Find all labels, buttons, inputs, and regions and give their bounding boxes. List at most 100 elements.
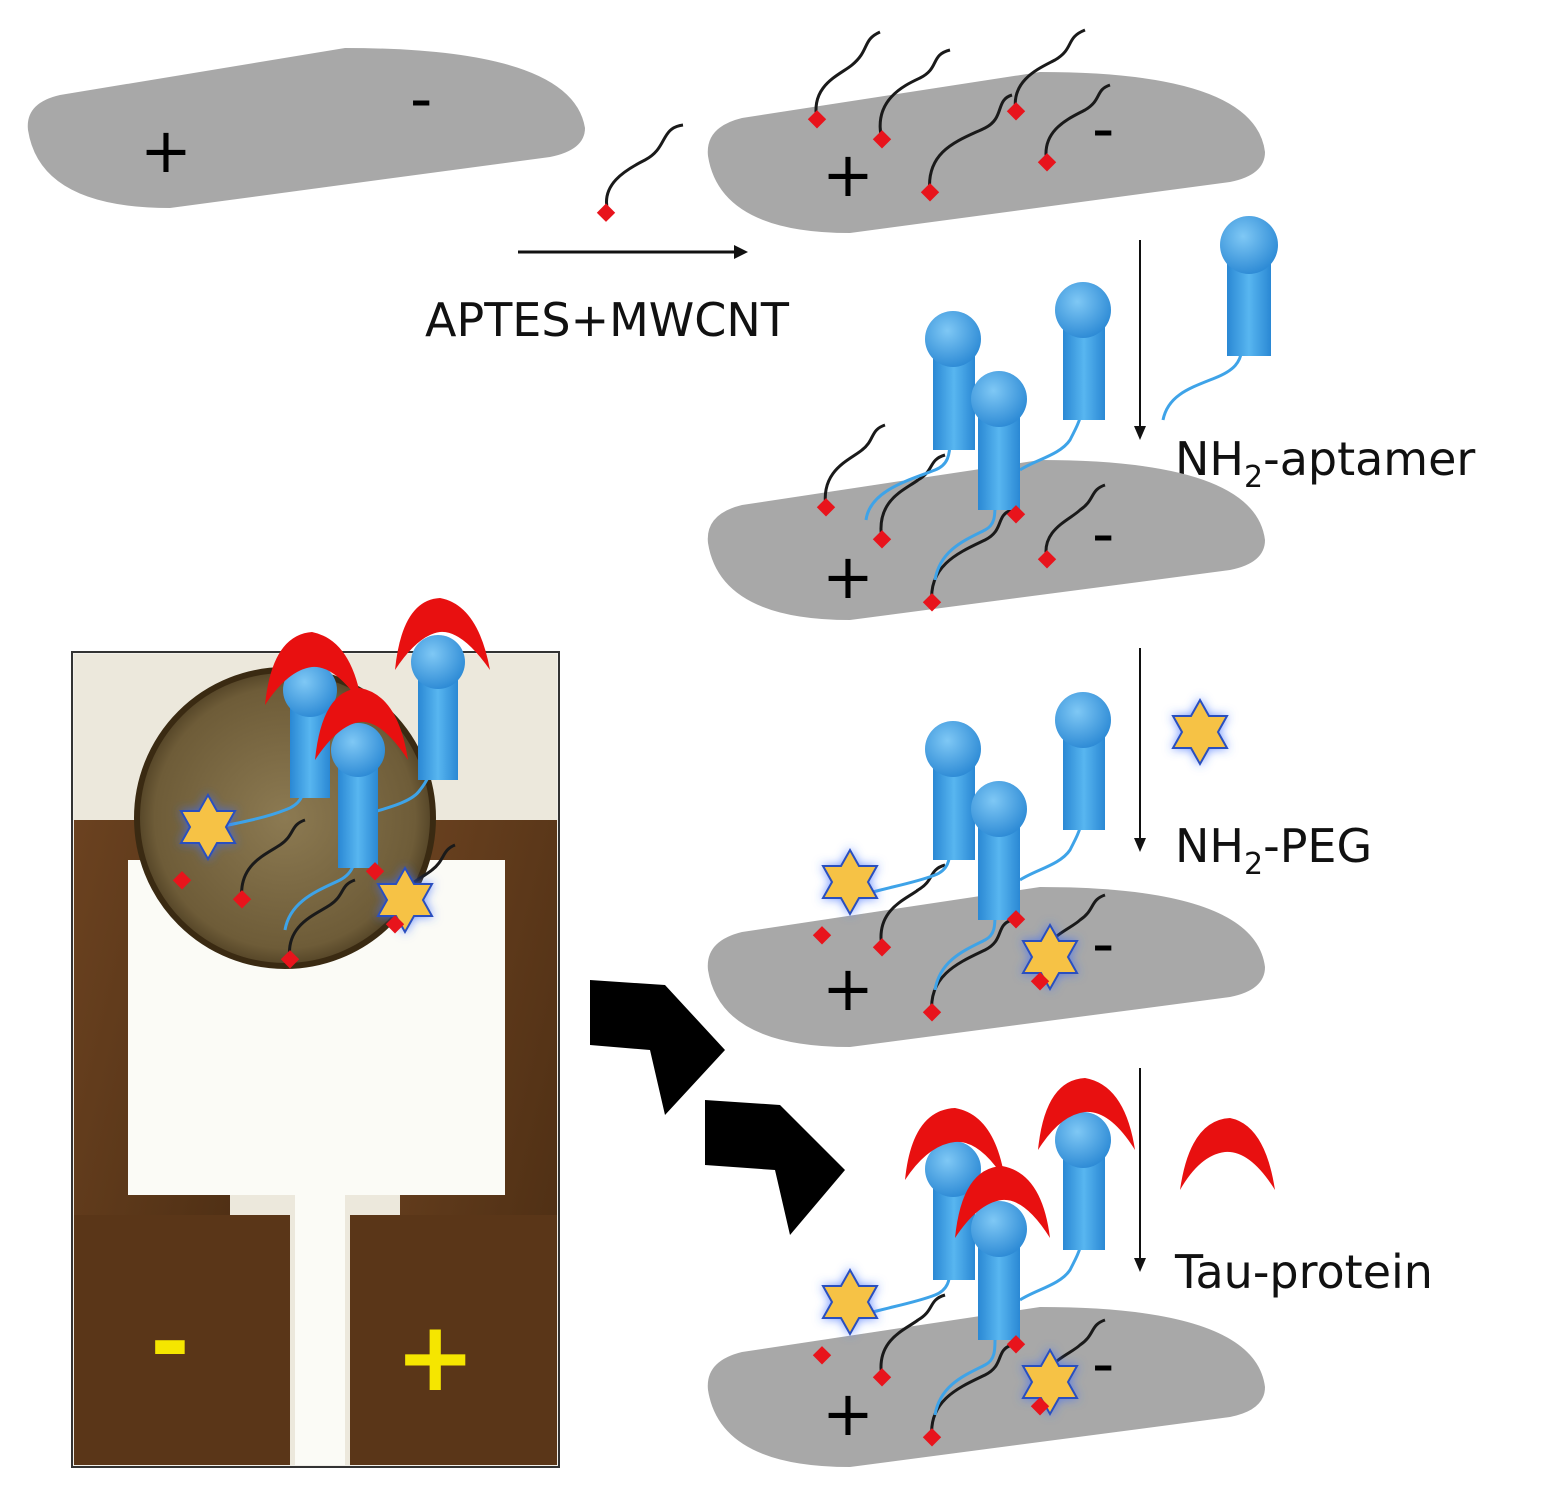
step-label-aptes-mwcnt: APTES+MWCNT xyxy=(425,293,790,347)
contact-pad-plus xyxy=(350,1215,557,1465)
mwcnt-chain xyxy=(878,48,951,141)
aptamer-3 xyxy=(971,781,1027,920)
aptamer-head xyxy=(971,371,1027,427)
aptamer-2 xyxy=(1055,1112,1111,1250)
step-label-tau-protein: Tau-protein xyxy=(1174,1245,1433,1299)
anchor-marker xyxy=(385,915,405,934)
minus-sign: - xyxy=(1092,1327,1114,1400)
tau-protein xyxy=(905,1108,1005,1180)
anchor-marker xyxy=(812,926,832,945)
substrate-plate xyxy=(707,1307,1265,1467)
aptamer-head xyxy=(971,1201,1027,1257)
anchor-marker xyxy=(365,862,385,881)
anchor-marker xyxy=(1006,102,1026,121)
mwcnt-electrode: + - xyxy=(707,28,1265,233)
aptamer-1 xyxy=(925,311,981,450)
mwcnt-chains xyxy=(814,28,1111,194)
aptamer-tail xyxy=(933,914,997,991)
anchor-marker xyxy=(280,950,300,969)
sensor-photo: - + xyxy=(71,598,560,1468)
anchor-marker xyxy=(1006,505,1026,524)
plus-sign: + xyxy=(822,138,874,211)
mwcnt-chain xyxy=(879,453,946,541)
free-tau-protein xyxy=(1180,1118,1275,1190)
aptamer-2 xyxy=(1055,282,1111,420)
mwcnt-chain xyxy=(1013,28,1086,113)
anchor-marker xyxy=(1006,1335,1026,1354)
peg-stars xyxy=(179,792,434,935)
mwcnt-chain xyxy=(1044,483,1106,561)
aptamer-tail xyxy=(864,439,952,521)
bound-tau-proteins xyxy=(905,1078,1135,1238)
peg-stars xyxy=(821,847,1079,992)
plus-sign: + xyxy=(822,1377,874,1450)
anchor-markers xyxy=(812,910,1050,1022)
mwcnt-chain xyxy=(240,818,306,901)
plus-sign: + xyxy=(140,114,192,187)
aptamer-head xyxy=(1055,692,1111,748)
minus-sign: - xyxy=(1092,907,1114,980)
aptamer-head xyxy=(925,1141,981,1197)
photo-plus-label: + xyxy=(395,1301,475,1413)
aptamer-head xyxy=(1220,216,1278,274)
step-arrow-2: NH2-aptamer xyxy=(1134,240,1475,495)
aptamer-body xyxy=(338,760,378,868)
anchor-marker xyxy=(922,1003,942,1022)
aptamer-head xyxy=(1055,1112,1111,1168)
anchor-marker xyxy=(872,1368,892,1387)
anchor-marker xyxy=(922,1428,942,1447)
peg-star xyxy=(179,792,237,862)
aptamer-2 xyxy=(1055,692,1111,830)
tau-protein xyxy=(1038,1078,1135,1150)
mwcnt-chain xyxy=(879,1293,946,1379)
aptamer-tail xyxy=(1161,349,1244,421)
anchor-marker xyxy=(1030,972,1050,991)
anchor-marker xyxy=(922,593,942,612)
anchor-marker xyxy=(812,1346,832,1365)
anchor-marker xyxy=(232,890,252,909)
aptamer-1 xyxy=(283,663,337,798)
contact-pad-minus xyxy=(74,1215,290,1465)
mwcnt-chain xyxy=(1044,83,1111,164)
peg-star xyxy=(1021,1347,1079,1417)
anchor-marker xyxy=(872,938,892,957)
aptamer-head xyxy=(331,723,385,777)
step-arrow-3: NH2-PEG xyxy=(1134,648,1372,882)
aptamer-tails xyxy=(864,417,1082,581)
substrate-plate xyxy=(707,887,1265,1047)
aptamer-body xyxy=(1227,262,1271,356)
anchor-marker xyxy=(816,498,836,517)
minus-sign: - xyxy=(410,62,432,135)
aptamer-tail xyxy=(1019,417,1082,472)
mwcnt-chain xyxy=(814,30,881,121)
anchor-marker xyxy=(1037,153,1057,172)
bound-tau-proteins xyxy=(265,598,490,760)
aptamer-head xyxy=(925,721,981,777)
aptamer-head xyxy=(411,635,465,689)
aptamer-head xyxy=(283,663,337,717)
substrate-plate xyxy=(707,72,1265,233)
peg-star xyxy=(1171,697,1229,767)
peg-star xyxy=(821,1267,879,1337)
step-label-nh2-peg: NH2-PEG xyxy=(1175,819,1372,882)
mwcnt-chain xyxy=(605,123,684,213)
anchor-markers xyxy=(816,498,1057,612)
free-aptamer xyxy=(1161,216,1278,421)
aptamer-head xyxy=(1055,282,1111,338)
step-label-nh2-aptamer: NH2-aptamer xyxy=(1175,432,1475,495)
mwcnt-chain xyxy=(288,878,356,961)
chevron-arrow xyxy=(705,1100,845,1235)
aptamer-head xyxy=(971,781,1027,837)
aptamer-tail xyxy=(933,504,997,581)
bare-electrode: + - xyxy=(27,48,585,208)
aptamer-3 xyxy=(331,723,385,868)
aptamer-tail xyxy=(1019,1247,1082,1302)
anchor-marker xyxy=(172,871,192,890)
photo-minus-label: - xyxy=(150,1286,190,1398)
peg-star xyxy=(1021,922,1079,992)
mwcnt-chain xyxy=(928,93,1013,194)
step-arrow-4: Tau-protein xyxy=(1134,1068,1433,1299)
anchor-marker xyxy=(872,530,892,549)
aptamer-2 xyxy=(411,635,465,780)
